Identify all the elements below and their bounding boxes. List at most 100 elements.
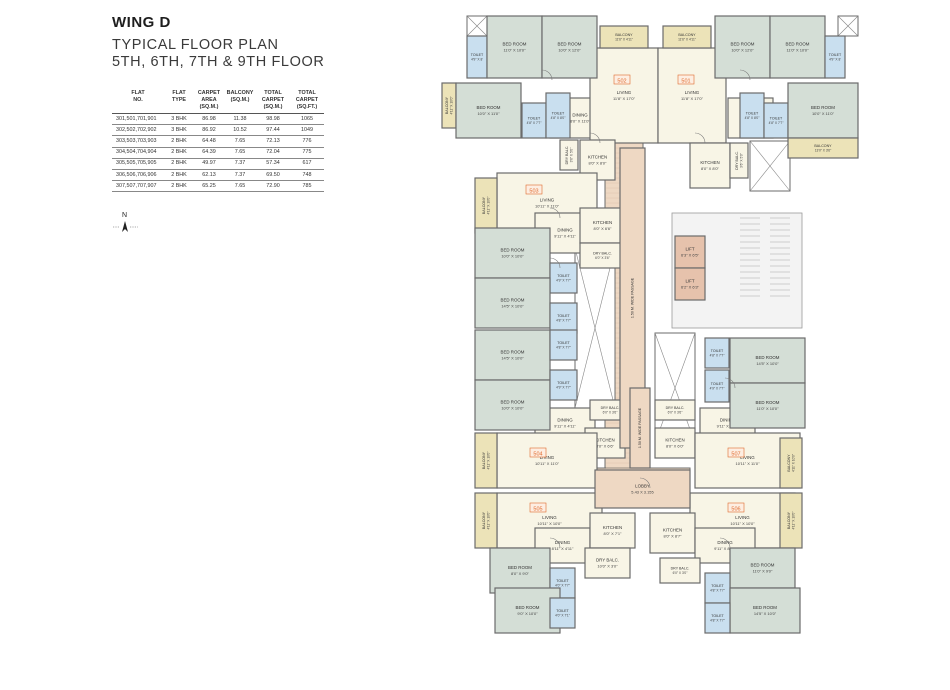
room-label: DINING — [720, 418, 736, 423]
room-dimension: 14'5" X 10'0" — [501, 355, 524, 360]
door-swing — [694, 132, 706, 144]
table-cell: 49.97 — [194, 158, 224, 170]
room-label: TOILET — [552, 111, 565, 115]
room-dimension: 6'0" X 3'6" — [668, 411, 684, 415]
table-cell: 7.65 — [224, 180, 256, 193]
unit-number: 503 — [529, 188, 538, 194]
room-label: TOILET — [746, 111, 759, 115]
room-dimension: 11'8" X 17'0" — [613, 96, 636, 101]
room-label: LIVING — [735, 515, 750, 520]
room-dry507: DRY BALC.6'0" X 3'6" — [654, 399, 696, 421]
room-dimension: 10'0" X 11'0" — [812, 111, 835, 116]
room-dimension: 4'8" X 8'0" — [745, 116, 761, 120]
table-cell: 98.98 — [256, 113, 290, 126]
table-cell: 2 BHK — [164, 135, 194, 148]
room-dimension: 8'0" X 8'0" — [589, 160, 608, 165]
room-label: BED ROOM — [501, 350, 525, 355]
room-label: KITCHEN — [588, 155, 607, 160]
room-dimension: 3'6" X 5'0" — [570, 147, 574, 163]
table-cell: 748 — [290, 169, 324, 182]
room-label: DINING — [557, 228, 573, 233]
room-label: BED ROOM — [503, 42, 527, 47]
room-label: TOILET — [471, 53, 484, 57]
unit-number: 501 — [681, 78, 690, 84]
table-cell: 305,505,705,905 — [112, 158, 164, 170]
room-label: BED ROOM — [756, 355, 780, 360]
room-label: BALCONY — [814, 144, 832, 148]
room-dimension: 4'9" X 8' — [829, 58, 841, 62]
room-dimension: 4'8" X 7'7" — [710, 589, 726, 593]
plan-title-line-2: 5TH, 6TH, 7TH & 9TH FLOOR — [112, 54, 325, 70]
room-label: LIVING — [617, 90, 632, 95]
room-label: BALCONY — [678, 33, 696, 37]
room-label: DRY BALC. — [671, 566, 690, 570]
unit-number-tag: 507 — [727, 447, 745, 458]
room-dry2: DRY BALC.3'6" X 5'0" — [729, 142, 749, 179]
room-dimension: 4'11" X 10'0" — [792, 453, 796, 472]
room-dimension: 6'0" X 3'6" — [603, 411, 619, 415]
room-dimension: 11'0" X 10'0" — [503, 47, 526, 52]
table-cell: 7.65 — [224, 147, 256, 159]
room-label: DINING — [717, 540, 733, 545]
room-dimension: 6'0" X 3'6" — [595, 256, 611, 260]
door-swing — [639, 477, 651, 489]
unit-number: 505 — [533, 506, 542, 512]
room-label: TOILET — [557, 381, 570, 385]
unit-number: 504 — [533, 451, 542, 457]
room-label: DINING — [555, 540, 571, 545]
room-dimension: 3'6" X 5'0" — [740, 152, 744, 168]
room-label: 1.50 M. WIDE PASSAGE — [638, 407, 642, 448]
room-dimension: 6'2" X 6'3" — [681, 284, 700, 289]
room-label: BED ROOM — [508, 565, 532, 570]
room-label: BED ROOM — [501, 298, 525, 303]
room-dimension: 4'9" X 7'7" — [710, 387, 726, 391]
unit-number: 507 — [731, 451, 740, 457]
room-dimension: 4'8" X 7'7" — [710, 354, 726, 358]
door-swing — [724, 377, 736, 389]
room-label: BALCONY — [615, 33, 633, 37]
room-label: LIVING — [540, 198, 555, 203]
table-cell: 302,502,702,902 — [112, 124, 164, 137]
room-label: DRY BALC. — [601, 406, 620, 410]
table-cell: 775 — [290, 147, 324, 159]
room-dry506: DRY BALC.6'0" X 3'0" — [659, 557, 701, 584]
unit-number-tag: 505 — [529, 502, 547, 513]
room-dimension: 11'0" X 9'0" — [753, 568, 773, 573]
table-cell: 11.38 — [224, 113, 256, 126]
table-cell: 64.39 — [194, 147, 224, 159]
plan-title: TYPICAL FLOOR PLAN 5TH, 6TH, 7TH & 9TH F… — [112, 37, 324, 71]
room-dimension: 4'0" X 7'1" — [555, 614, 571, 618]
room-dimension: 4'9" X 7'7" — [556, 279, 572, 283]
table-cell: 57.34 — [256, 158, 290, 170]
room-dimension: 4'0" X 7'7" — [555, 584, 571, 588]
room-label: BED ROOM — [501, 400, 525, 405]
door-swing — [541, 69, 553, 81]
room-label: TOILET — [711, 614, 724, 618]
room-label: BED ROOM — [501, 248, 525, 253]
room-dimension: 4'8" X 7'7" — [769, 121, 785, 125]
room-label: TOILET — [770, 116, 783, 120]
north-label: N — [122, 212, 128, 219]
unit-number-tag: 506 — [727, 502, 745, 513]
